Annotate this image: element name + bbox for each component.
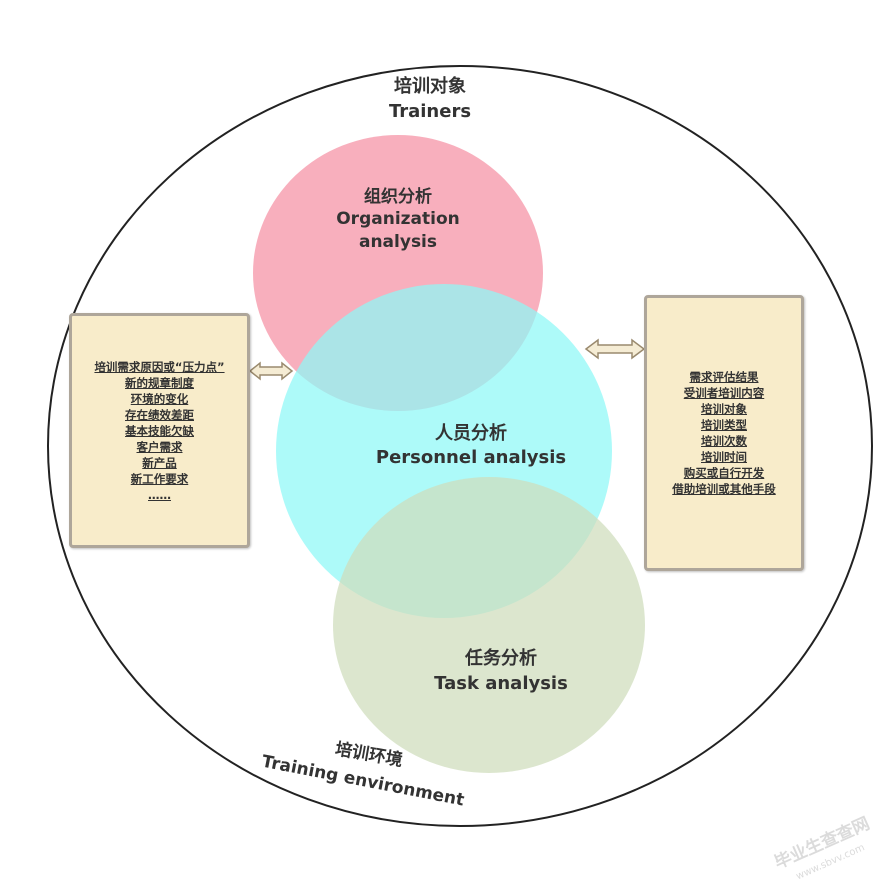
double-arrow-icon xyxy=(248,361,294,381)
task-cn-label: 任务分析 xyxy=(464,647,537,669)
pressure-points-box: 培训需求原因或“压力点” 新的规章制度 环境的变化 存在绩效差距 基本技能欠缺 … xyxy=(69,313,250,548)
list-item[interactable]: 培训次数 xyxy=(701,434,747,448)
environment-cn-label: 培训环境 xyxy=(334,738,405,770)
training-environment-circle xyxy=(47,65,873,827)
list-item[interactable]: 借助培训或其他手段 xyxy=(672,482,776,496)
list-item[interactable]: 培训类型 xyxy=(701,418,747,432)
list-item[interactable]: 培训时间 xyxy=(701,450,747,464)
list-item[interactable]: 新工作要求 xyxy=(130,471,189,486)
task-analysis-circle xyxy=(333,477,645,773)
list-item[interactable]: 培训对象 xyxy=(701,402,747,416)
organization-en-label-1: Organization xyxy=(336,209,460,229)
list-item[interactable]: 新产品 xyxy=(142,455,177,470)
personnel-cn-label: 人员分析 xyxy=(435,422,507,444)
assessment-results-box: 需求评估结果 受训者培训内容 培训对象 培训类型 培训次数 培训时间 购买或自行… xyxy=(644,295,804,571)
task-en-label: Task analysis xyxy=(434,673,568,694)
list-item[interactable]: 基本技能欠缺 xyxy=(125,423,194,438)
list-item[interactable]: 受训者培训内容 xyxy=(683,386,765,400)
personnel-en-label: Personnel analysis xyxy=(376,447,566,468)
list-item[interactable]: 环境的变化 xyxy=(130,391,189,406)
list-item[interactable]: 存在绩效差距 xyxy=(125,407,194,422)
organization-cn-label: 组织分析 xyxy=(364,186,432,207)
assessment-results-list: 需求评估结果 受训者培训内容 培训对象 培训类型 培训次数 培训时间 购买或自行… xyxy=(672,369,776,497)
list-item[interactable]: 需求评估结果 xyxy=(689,370,759,384)
list-item[interactable]: 培训需求原因或“压力点” xyxy=(94,359,225,374)
list-item[interactable]: …… xyxy=(148,487,171,502)
organization-en-label-2: analysis xyxy=(359,232,437,252)
pressure-points-list: 培训需求原因或“压力点” 新的规章制度 环境的变化 存在绩效差距 基本技能欠缺 … xyxy=(94,359,224,503)
list-item[interactable]: 购买或自行开发 xyxy=(683,466,765,480)
list-item[interactable]: 新的规章制度 xyxy=(125,375,194,390)
watermark: 毕业生查查网 www.sbvv.com xyxy=(771,813,873,883)
trainers-cn-label: 培训对象 xyxy=(394,75,466,97)
list-item[interactable]: 客户需求 xyxy=(136,439,183,454)
double-arrow-icon xyxy=(584,338,646,360)
trainers-en-label: Trainers xyxy=(389,101,471,122)
